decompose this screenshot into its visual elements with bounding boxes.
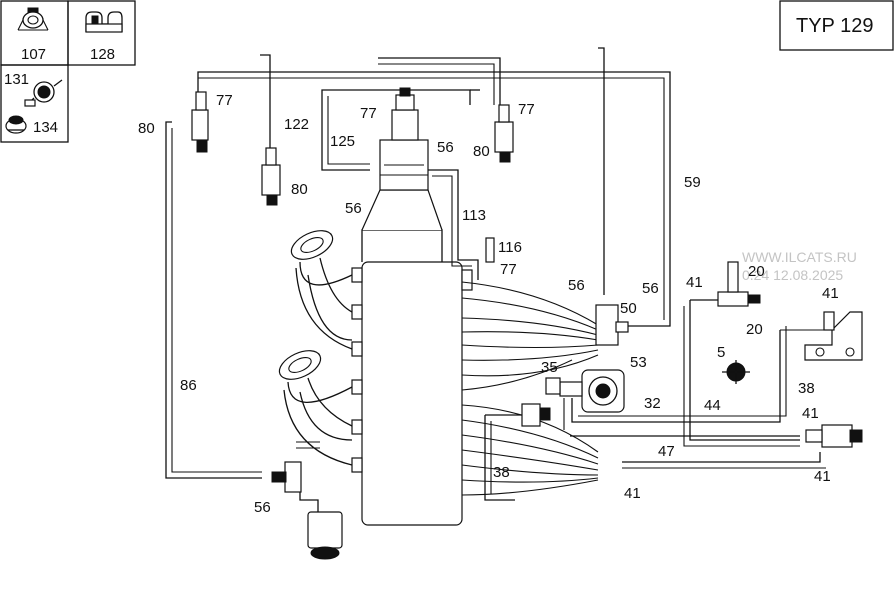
check-valve-20 <box>717 261 761 307</box>
callout-122: 122 <box>284 116 309 133</box>
callout-56: 56 <box>642 280 659 297</box>
callout-41: 41 <box>624 485 641 502</box>
solenoid-valve-lower <box>521 403 551 427</box>
callout-44: 44 <box>704 397 721 414</box>
vacuum-lines <box>165 47 826 512</box>
vacuum-switch-right <box>805 424 863 448</box>
callout-35: 35 <box>541 359 558 376</box>
legend-label-107: 107 <box>21 46 46 63</box>
title-box <box>779 0 894 51</box>
callout-80: 80 <box>291 181 308 198</box>
callouts: 77 80 122 77 125 80 56 56 77 80 113 116 … <box>138 92 839 516</box>
pressure-sensor-5 <box>722 360 750 384</box>
callout-5: 5 <box>717 344 725 361</box>
callout-77: 77 <box>500 261 517 278</box>
engine-block <box>351 87 473 526</box>
reservoir-canister <box>307 511 343 560</box>
vacuum-valve-right <box>494 104 514 163</box>
exhaust-manifold <box>278 230 353 466</box>
callout-116: 116 <box>498 239 522 256</box>
callout-41: 41 <box>822 285 839 302</box>
callout-86: 86 <box>180 377 197 394</box>
throttle-body <box>559 369 625 413</box>
fitting-116 <box>485 237 495 263</box>
callout-41: 41 <box>814 468 831 485</box>
callout-77: 77 <box>216 92 233 109</box>
pipe-clamp-icon <box>24 79 63 107</box>
idle-valve-35 <box>545 377 561 395</box>
callout-20: 20 <box>746 321 763 338</box>
grommet-icon <box>5 115 27 134</box>
parts-legend: 107 128 131 134 <box>0 0 136 143</box>
callout-113: 113 <box>462 207 486 224</box>
watermark: WWW.ILCATS.RU <box>742 249 857 265</box>
t-connector-50 <box>595 304 629 346</box>
watermark-date: 0.24 12.08.2025 <box>742 267 843 283</box>
callout-59: 59 <box>684 174 701 191</box>
callout-77: 77 <box>518 101 535 118</box>
legend-label-134: 134 <box>33 119 58 136</box>
callout-20: 20 <box>748 263 765 280</box>
callout-53: 53 <box>630 354 647 371</box>
callout-47: 47 <box>658 443 675 460</box>
hose-clip-icon <box>17 7 49 31</box>
callout-38: 38 <box>493 464 510 481</box>
callout-38: 38 <box>798 380 815 397</box>
callout-80: 80 <box>138 120 155 137</box>
double-clip-icon <box>85 11 123 33</box>
legend-label-131: 131 <box>4 71 29 88</box>
vacuum-valve-left <box>191 91 209 153</box>
callout-80: 80 <box>473 143 490 160</box>
callout-32: 32 <box>644 395 661 412</box>
bracket-41 <box>804 311 863 361</box>
diagram-title: TYP 129 <box>796 15 873 37</box>
callout-77: 77 <box>360 105 377 122</box>
callout-50: 50 <box>620 300 637 317</box>
callout-41: 41 <box>802 405 819 422</box>
vacuum-pump-56 <box>271 461 302 493</box>
vacuum-valve-mid <box>261 147 281 206</box>
callout-41: 41 <box>686 274 703 291</box>
legend-label-128: 128 <box>90 46 115 63</box>
callout-56: 56 <box>568 277 585 294</box>
callout-56: 56 <box>437 139 454 156</box>
callout-56: 56 <box>345 200 362 217</box>
callout-125: 125 <box>330 133 355 150</box>
callout-56: 56 <box>254 499 271 516</box>
